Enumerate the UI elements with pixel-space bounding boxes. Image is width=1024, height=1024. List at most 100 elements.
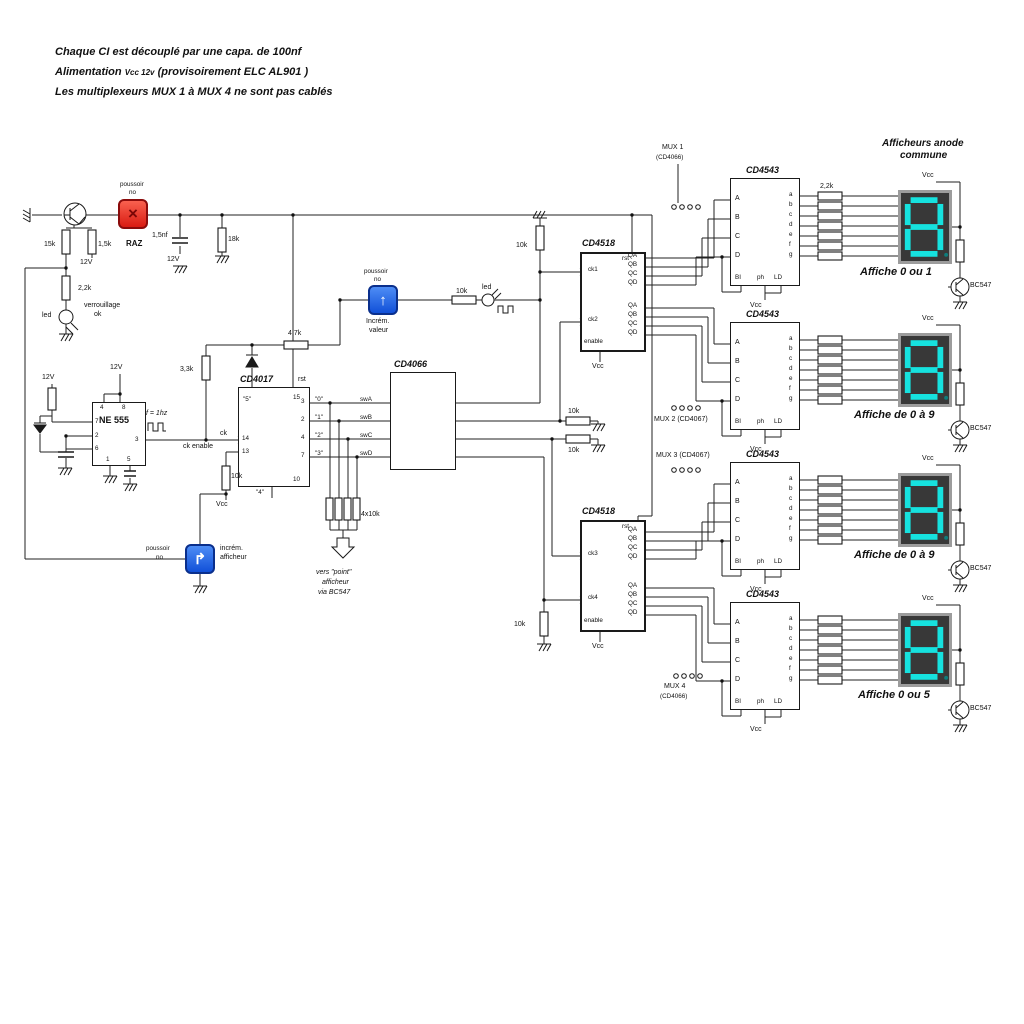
cd4017-pin15: 15 [293, 394, 301, 401]
cd4543-3-d: d [789, 505, 793, 512]
cd4017-pin4: 4 [301, 434, 305, 441]
cd4518-qb: QB [628, 311, 638, 318]
mux1-chip-label: (CD4066) [656, 154, 684, 161]
cd4017-pin7: 7 [301, 452, 305, 459]
cd4518-ck4: ck4 [588, 594, 598, 601]
note-vcc-12v: Vcc 12v [124, 68, 155, 77]
cd4543-2-b: b [789, 345, 793, 352]
cd4543-4-ph: ph [757, 698, 765, 705]
junction-dots [64, 213, 962, 683]
display-caption-2: Affiche de 0 à 9 [854, 409, 935, 421]
cd4543-2-ph: ph [757, 418, 765, 425]
ne555-pin7: 7 [95, 418, 99, 425]
cd4543-1-e: e [789, 231, 793, 238]
resistor-icons [47, 191, 965, 686]
vcc-label: Vcc [216, 501, 228, 508]
cd4543-2-D: D [735, 396, 741, 403]
segments-digit-8 [904, 197, 949, 257]
increment-value-pushbutton: ↑ [368, 285, 398, 315]
cd4543-2-C: C [735, 377, 741, 384]
cd4543-4-g: g [789, 675, 793, 682]
resistor-label-10k: 10k [568, 408, 580, 415]
cd4017-q3-label: "3" [315, 450, 323, 457]
ic-cd4543-2 [730, 322, 800, 430]
cd4543-1-f: f [789, 241, 791, 248]
bc547-label: BC547 [970, 565, 992, 572]
cd4543-1-C: C [735, 233, 741, 240]
raz-poussoir-label: poussoir [120, 181, 144, 188]
cd4543-4-a: a [789, 615, 793, 622]
cd4543-3-ph: ph [757, 558, 765, 565]
cd4518-bottom-enable: enable [584, 617, 603, 624]
cd4543-2-LD: LD [774, 418, 783, 425]
cd4543-2-g: g [789, 395, 793, 402]
cd4518-qd: QD [628, 609, 638, 616]
resistor-label-4x10k: 4x10k [361, 511, 380, 518]
raz-pushbutton: × [118, 199, 148, 229]
resistor-label-10k: 10k [231, 473, 243, 480]
cd4543-1-D: D [735, 252, 741, 259]
cd4543-1-ph: ph [757, 274, 765, 281]
cd4518-top-name: CD4518 [582, 238, 616, 248]
v12-label: 12V [167, 256, 180, 263]
vcc-label: Vcc [592, 363, 604, 370]
cd4543-1-c: c [789, 211, 793, 218]
down-arrow-icon [330, 537, 356, 559]
resistor-label-2k2: 2,2k [820, 183, 834, 190]
display-caption-1: Affiche 0 ou 1 [860, 266, 932, 278]
cd4543-2-a: a [789, 335, 793, 342]
point-note-2: afficheur [322, 579, 349, 586]
cd4543-1-d: d [789, 221, 793, 228]
ic-cd4518-bottom [580, 520, 646, 632]
cd4518-top-enable: enable [584, 338, 603, 345]
led-icons [58, 288, 502, 335]
cd4518-ck3: ck3 [588, 550, 598, 557]
cd4543-4-c: c [789, 635, 793, 642]
inca-increm-label: incrém. [220, 545, 243, 552]
resistor-label-10k: 10k [456, 288, 468, 295]
ne555-freq-label: f = 1hz [146, 410, 168, 417]
incv-no-label: no [374, 276, 382, 283]
inca-no-label: no [156, 554, 164, 561]
verrouillage-label: verrouillage [84, 302, 121, 309]
cd4543-4-C: C [735, 657, 741, 664]
cd4017-q4-label: "4" [256, 489, 264, 496]
ne555-pin3: 3 [135, 436, 139, 443]
ic-cd4543-1 [730, 178, 800, 286]
seven-segment-display-2 [898, 333, 952, 407]
swC-label: swC [360, 432, 373, 439]
cd4518-ck2: ck2 [588, 316, 598, 323]
inca-afficheur-label: afficheur [220, 554, 247, 561]
seven-segment-display-1 [898, 190, 952, 264]
cd4518-qd: QD [628, 329, 638, 336]
capacitor-icons [58, 237, 188, 477]
cd4017-pin2: 2 [301, 416, 305, 423]
cd4017-name: CD4017 [240, 374, 274, 384]
cd4518-qb: QB [628, 535, 638, 542]
cd4518-qa: QA [628, 252, 638, 259]
cd4543-4-name: CD4543 [746, 589, 780, 599]
incv-valeur-label: valeur [369, 327, 389, 334]
cd4518-qb: QB [628, 591, 638, 598]
cd4543-2-f: f [789, 385, 791, 392]
cd4543-3-name: CD4543 [746, 449, 780, 459]
cd4543-2-c: c [789, 355, 793, 362]
transistor-icon [63, 202, 87, 226]
mux1-label: MUX 1 [662, 144, 684, 151]
cd4543-1-b: b [789, 201, 793, 208]
incv-poussoir-label: poussoir [364, 268, 388, 275]
display-caption-4: Affiche 0 ou 5 [858, 689, 930, 701]
cd4017-q5-label: "5" [243, 396, 251, 403]
cd4518-qc: QC [628, 270, 638, 277]
mux4-label: MUX 4 [664, 683, 686, 690]
cd4066-name: CD4066 [394, 359, 428, 369]
bc547-label: BC547 [970, 425, 992, 432]
point-note-1: vers "point" [316, 569, 352, 576]
vcc-label: Vcc [922, 172, 934, 179]
cd4518-qa: QA [628, 526, 638, 533]
swB-label: swB [360, 414, 372, 421]
ic-cd4017 [238, 387, 310, 487]
ic-ne555 [92, 402, 146, 466]
cd4518-ck1: ck1 [588, 266, 598, 273]
